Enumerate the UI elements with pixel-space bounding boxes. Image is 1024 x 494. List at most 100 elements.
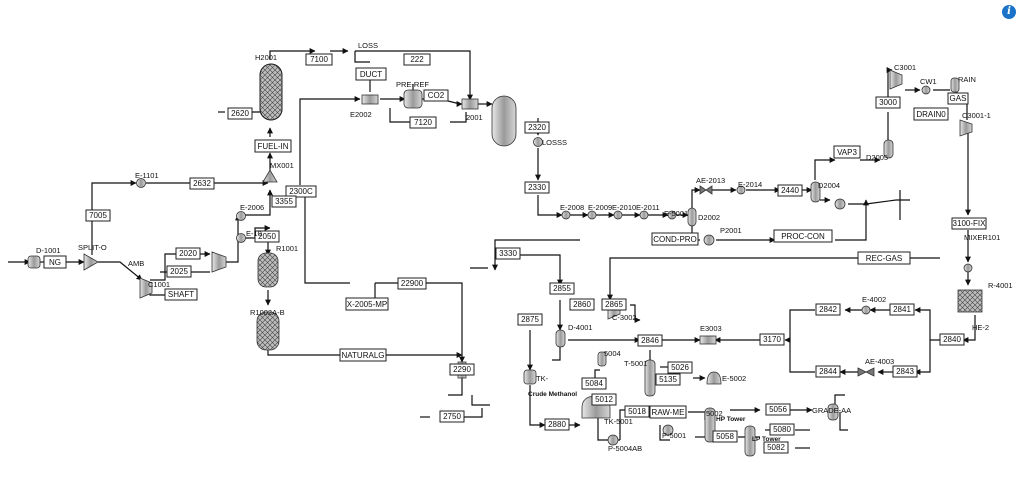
stream-drain0[interactable]: DRAIN0 <box>913 107 949 121</box>
stream-vap3[interactable]: VAP3 <box>833 145 861 159</box>
tank-tk-icon[interactable] <box>523 369 537 385</box>
stream-co2[interactable]: CO2 <box>423 89 449 102</box>
stream-3000[interactable]: 3000 <box>875 96 901 109</box>
heater-e5001-icon[interactable] <box>667 210 677 220</box>
heater-e10-icon[interactable] <box>236 233 246 243</box>
heater-mixer101-icon[interactable] <box>963 263 973 273</box>
drum-d2005-icon[interactable] <box>883 139 894 159</box>
stream-cond-pro[interactable]: COND-PRO <box>651 232 699 246</box>
stream-3170[interactable]: 3170 <box>759 333 785 346</box>
heater-losss-icon[interactable] <box>533 137 543 147</box>
compressor-c1001-icon[interactable] <box>139 277 153 299</box>
heater-e1101-icon[interactable] <box>136 178 146 188</box>
stream-2320[interactable]: 2320 <box>524 121 550 134</box>
stream-3100-fix[interactable]: 3100-FIX <box>951 217 987 230</box>
stream-2620[interactable]: 2620 <box>227 107 253 120</box>
drum-d4001-icon[interactable] <box>555 329 566 348</box>
stream-2875[interactable]: 2875 <box>517 313 543 326</box>
drum-d2004-icon[interactable] <box>810 181 821 203</box>
compressor-c3001-icon[interactable] <box>889 69 903 90</box>
exchanger-pre-ref-icon[interactable] <box>403 89 423 109</box>
reactor-r1002ab-icon[interactable] <box>256 311 280 351</box>
stream-7100[interactable]: 7100 <box>305 53 333 66</box>
exchanger-e3003-icon[interactable] <box>699 335 717 345</box>
reactor-r1001-icon[interactable] <box>257 252 279 288</box>
pump-d2004-icon[interactable] <box>834 198 846 210</box>
stream-2860[interactable]: 2860 <box>569 298 595 311</box>
drum-5004-icon[interactable] <box>597 351 607 367</box>
reformer-h2001-icon[interactable] <box>259 63 283 121</box>
stream-ng[interactable]: NG <box>43 255 67 269</box>
stream-2750[interactable]: 2750 <box>439 410 465 423</box>
info-button[interactable]: i <box>1002 5 1016 19</box>
stream-7120[interactable]: 7120 <box>409 116 437 129</box>
stream-2025[interactable]: 2025 <box>166 265 192 278</box>
stream-2865[interactable]: 2865 <box>601 298 627 311</box>
pump-p5001-icon[interactable] <box>662 424 674 436</box>
stream-22900[interactable]: 22900 <box>397 277 427 290</box>
stream-2880[interactable]: 2880 <box>544 418 570 431</box>
stream-proc-con[interactable]: PROC-CON <box>773 229 833 243</box>
stream-x-2005-mp[interactable]: X-2005-MP <box>345 297 389 311</box>
stream-2440[interactable]: 2440 <box>777 184 803 197</box>
tower-lp-icon[interactable] <box>744 425 756 457</box>
stream-222[interactable]: 222 <box>403 53 431 66</box>
heater-e2011-icon[interactable] <box>639 210 649 220</box>
stream-2855[interactable]: 2855 <box>549 282 575 295</box>
pump-p5004ab-icon[interactable] <box>607 434 619 446</box>
heater-cw1-icon[interactable] <box>921 85 931 95</box>
reactor-r4001-icon[interactable] <box>957 289 983 313</box>
aircooler-ae2013-icon[interactable] <box>699 185 713 195</box>
heater-e2008-icon[interactable] <box>561 210 571 220</box>
stream-2330[interactable]: 2330 <box>524 181 550 194</box>
splitter-split-o-icon[interactable] <box>83 253 99 271</box>
heater-e4002-icon[interactable] <box>861 305 871 315</box>
stream-5080[interactable]: 5080 <box>769 423 795 436</box>
heater-e2009-icon[interactable] <box>587 210 597 220</box>
heater-e2014-icon[interactable] <box>736 185 746 195</box>
stream-gas[interactable]: GAS <box>947 92 969 105</box>
stream-2050[interactable]: 2050 <box>254 230 280 243</box>
drum-rain-icon[interactable] <box>950 77 960 93</box>
stream-2020[interactable]: 2020 <box>175 247 201 260</box>
stream-7005[interactable]: 7005 <box>85 209 111 222</box>
stream-5012[interactable]: 5012 <box>591 393 617 406</box>
heater-e2010-icon[interactable] <box>613 210 623 220</box>
pump-p2001-icon[interactable] <box>703 234 715 246</box>
stream-3355[interactable]: 3355 <box>271 195 297 208</box>
stream-fuel-in[interactable]: FUEL-IN <box>254 139 292 153</box>
tank-e5002-icon[interactable] <box>706 371 722 385</box>
stream-2300c[interactable]: 2300C <box>285 185 317 198</box>
stream-5084[interactable]: 5084 <box>581 377 607 390</box>
stream-5056[interactable]: 5056 <box>765 403 791 416</box>
aircooler-ae4003-icon[interactable] <box>857 367 875 377</box>
stream-2842[interactable]: 2842 <box>815 303 841 316</box>
tower-5002-icon[interactable] <box>827 403 839 421</box>
stream-3330[interactable]: 3330 <box>495 247 521 260</box>
drum-d2002-icon[interactable] <box>687 207 697 227</box>
stream-2841[interactable]: 2841 <box>889 303 915 316</box>
stream-5026[interactable]: 5026 <box>667 361 693 374</box>
stream-2290[interactable]: 2290 <box>449 363 475 376</box>
stream-5082[interactable]: 5082 <box>763 441 789 454</box>
stream-5058[interactable]: 5058 <box>712 430 738 443</box>
exchanger-2001-icon[interactable] <box>461 98 479 110</box>
stream-duct[interactable]: DUCT <box>355 67 387 81</box>
stream-2840[interactable]: 2840 <box>939 333 965 346</box>
stream-5135[interactable]: 5135 <box>655 373 681 386</box>
stream-rec-gas[interactable]: REC-GAS <box>857 251 911 265</box>
stream-raw-me[interactable]: RAW-ME <box>649 405 687 419</box>
stream-2632[interactable]: 2632 <box>189 177 215 190</box>
stream-2844[interactable]: 2844 <box>815 365 841 378</box>
drum-d1001-icon[interactable] <box>27 255 41 269</box>
stream-naturalg[interactable]: NATURALG <box>339 348 387 362</box>
mixer-mx001-icon[interactable] <box>262 169 278 183</box>
heater-e2006-icon[interactable] <box>236 211 246 221</box>
reactor-2001-icon[interactable] <box>491 95 517 147</box>
compressor-c3001-1-icon[interactable] <box>959 119 973 137</box>
exchanger-e2002-icon[interactable] <box>361 94 379 105</box>
stream-2846[interactable]: 2846 <box>637 334 663 347</box>
compressor-2-icon[interactable] <box>211 251 227 273</box>
tower-t5001-icon[interactable] <box>644 359 656 397</box>
stream-shaft[interactable]: SHAFT <box>164 288 198 301</box>
